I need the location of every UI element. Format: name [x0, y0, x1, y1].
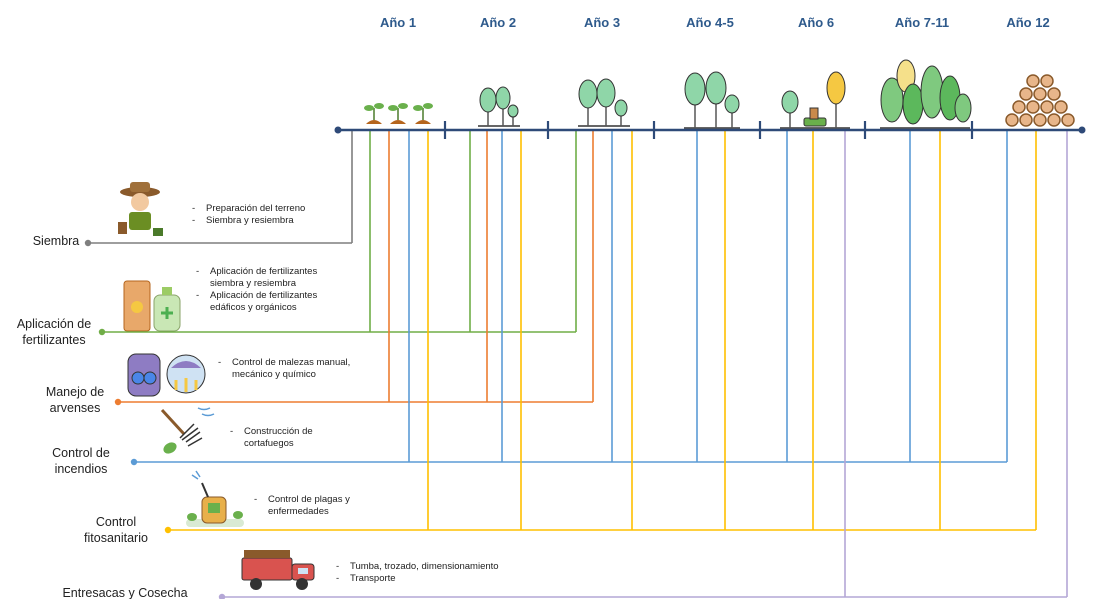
desc-item: Control de malezas manual,mecánico y quí… — [218, 357, 350, 381]
growing-trees-icon — [578, 78, 630, 127]
activity-label-fitosanitario: Control fitosanitario — [84, 515, 148, 545]
row-marker-fitosanitario — [164, 526, 172, 534]
row-marker-arvenses — [114, 398, 122, 406]
activity-label-incendios: Control de incendios — [52, 446, 110, 476]
activity-desc-siembra: Preparación del terreno Siembra y resiem… — [192, 203, 305, 227]
year-label-4-5: Año 4-5 — [686, 15, 734, 30]
axis-endpoint — [334, 126, 342, 134]
row-marker-cosecha — [218, 593, 226, 599]
seedlings-icon — [364, 103, 433, 124]
thinning-trees-icon — [780, 71, 850, 129]
year-label-2: Año 2 — [480, 15, 516, 30]
desc-item: Preparación del terreno — [192, 203, 305, 215]
trees-icon — [684, 71, 740, 129]
activity-lines — [84, 130, 1068, 599]
axis-endpoint — [1078, 126, 1086, 134]
log-pile-icon — [1005, 74, 1075, 127]
sprayer-icon — [186, 470, 244, 527]
log-truck-icon — [241, 550, 315, 590]
desc-item: Siembra y resiembra — [192, 215, 305, 227]
weed-control-icon — [127, 353, 206, 397]
activity-label-arvenses: Manejo de arvenses — [45, 385, 105, 415]
year-label-6: Año 6 — [798, 15, 834, 30]
young-trees-icon — [478, 86, 520, 127]
fertilizer-bag-icon — [123, 280, 181, 332]
year-label-3: Año 3 — [584, 15, 620, 30]
activity-label-cosecha: Entresacas y Cosecha — [62, 586, 188, 599]
year-label-1: Año 1 — [380, 15, 416, 30]
row-marker-siembra — [84, 239, 92, 247]
forest-icon — [880, 59, 972, 129]
activity-label-fertilizantes: Aplicación de fertilizantes — [16, 317, 92, 347]
year-label-7-11: Año 7-11 — [895, 15, 949, 30]
activity-desc-cosecha: Tumba, trozado, dimensionamiento Transpo… — [336, 561, 499, 585]
row-marker-fertilizantes — [98, 328, 106, 336]
timeline-axis — [334, 121, 1086, 139]
row-marker-incendios — [130, 458, 138, 466]
rake-icon — [160, 407, 215, 454]
year-label-12: Año 12 — [1006, 15, 1049, 30]
desc-item: Transporte — [336, 573, 499, 585]
farmer-icon — [118, 182, 163, 236]
activity-label-siembra: Siembra — [32, 234, 80, 248]
desc-item: Tumba, trozado, dimensionamiento — [336, 561, 499, 573]
activity-desc-arvenses: Control de malezas manual,mecánico y quí… — [218, 357, 350, 381]
